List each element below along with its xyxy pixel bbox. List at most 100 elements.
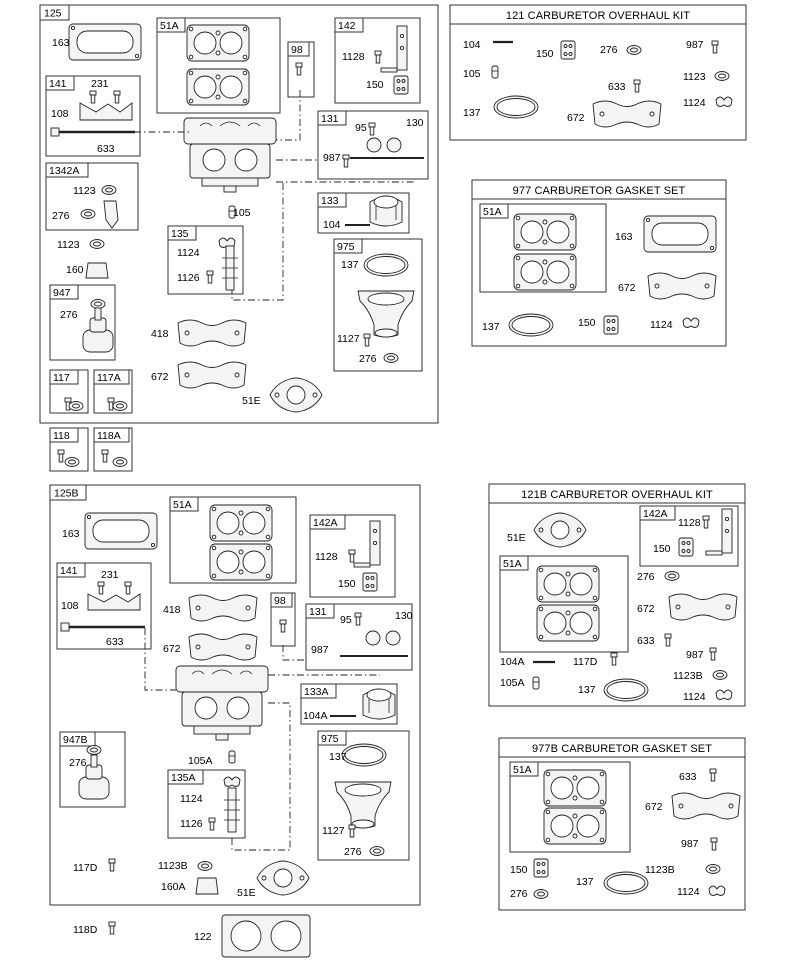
- kit977-oring-137: [508, 313, 554, 337]
- part-callout: 137: [578, 684, 596, 696]
- part-callout: 51E: [242, 395, 261, 407]
- sub-box-label: 142: [338, 20, 356, 32]
- part-callout: 137: [463, 107, 481, 119]
- sub-box-label: 51A: [483, 206, 502, 218]
- carburetor-body: [183, 117, 277, 193]
- k121b-oring-137: [603, 678, 649, 702]
- part-callout: 137: [341, 259, 359, 271]
- sub-box: 51A: [156, 17, 281, 114]
- sub-box-label: 118: [53, 430, 70, 442]
- b-gasket-51a-bottom: [209, 543, 273, 581]
- part-callout: 105A: [188, 755, 213, 767]
- panel-p125: 125: [39, 4, 439, 424]
- screw-118a: [101, 449, 109, 463]
- sub-box: 133: [317, 192, 410, 234]
- part-callout: 130: [406, 117, 424, 129]
- b-carburetor-body: [175, 665, 269, 741]
- part-callout: 108: [61, 600, 79, 612]
- kit977-gasket-51a-top: [513, 213, 577, 251]
- float-133: [369, 195, 403, 227]
- b-washer-276c: [369, 846, 385, 856]
- k977b-gasket-672: [671, 792, 741, 820]
- panel-p125b: 125B: [49, 484, 421, 906]
- part-callout: 987: [686, 649, 704, 661]
- washer-276c: [383, 353, 399, 363]
- screw-118d: [108, 921, 116, 935]
- kit121-gasket-672: [592, 100, 662, 128]
- k121b-plate-150: [678, 537, 694, 557]
- assembly-leader-lines: [134, 90, 416, 851]
- kit121-washer-276: [626, 45, 642, 55]
- sub-box-label: 1342A: [49, 165, 79, 177]
- screw-1128: [374, 50, 382, 64]
- part-callout: 105: [233, 207, 251, 219]
- sub-box-label: 133: [321, 195, 339, 207]
- plate-150: [393, 75, 409, 95]
- part-callout: 118D: [73, 924, 98, 936]
- part-callout: 150: [510, 864, 528, 876]
- part-callout: 1128: [678, 517, 701, 529]
- part-callout: 1126: [177, 272, 200, 284]
- panel-title: 125: [44, 8, 62, 20]
- sub-box-label: 133A: [304, 686, 329, 698]
- panel-title: 121 CARBURETOR OVERHAUL KIT: [506, 10, 690, 22]
- part-callout: 117D: [573, 656, 598, 668]
- screw-1127: [363, 333, 371, 347]
- sub-box: 135A: [167, 769, 246, 839]
- part-callout: 987: [686, 39, 704, 51]
- sub-box: 947: [49, 284, 116, 361]
- sub-box-label: 947: [53, 287, 71, 299]
- part-callout: 150: [653, 543, 671, 555]
- part-callout: 418: [163, 604, 181, 616]
- sub-box-label: 141: [49, 78, 67, 90]
- part-callout: 51E: [237, 887, 256, 899]
- part-callout: 672: [645, 801, 663, 813]
- part-callout: 276: [359, 353, 377, 365]
- sub-box-label: 117A: [97, 372, 121, 384]
- sub-box: 141: [45, 75, 141, 157]
- washer-117: [68, 401, 84, 411]
- sub-box: 117: [49, 369, 89, 414]
- bracket-142: [380, 25, 408, 73]
- kit977-lid-163: [643, 215, 717, 253]
- part-callout: 672: [618, 282, 636, 294]
- kit121-jet-105: [491, 65, 499, 79]
- b-nut-160a: [195, 877, 219, 895]
- sub-box-label: 975: [337, 241, 355, 253]
- k977b-gasket-51a-bottom: [543, 807, 607, 845]
- part-callout: 276: [637, 571, 655, 583]
- b-washer-1123b: [197, 861, 213, 871]
- part-callout: 1126: [180, 818, 203, 830]
- sub-box: 118A: [93, 427, 133, 472]
- part-callout: 104A: [500, 656, 525, 668]
- solenoid-947: [82, 307, 114, 353]
- part-callout: 231: [91, 78, 109, 90]
- panel-title: 977 CARBURETOR GASKET SET: [513, 185, 686, 197]
- gasket-51e: [269, 377, 323, 413]
- part-callout: 150: [578, 317, 596, 329]
- b-screw-117d: [108, 858, 116, 872]
- part-callout: 276: [344, 846, 362, 858]
- b-needle-1126: [223, 787, 241, 833]
- kit121-plate-150: [560, 40, 576, 60]
- b-bowl-975: [334, 781, 392, 829]
- k977b-plate-150: [533, 858, 549, 878]
- gasket-418: [177, 319, 247, 347]
- part-callout: 105: [463, 68, 481, 80]
- panel-k121b: 121B CARBURETOR OVERHAUL KIT: [488, 483, 746, 707]
- part-callout: 1123B: [158, 860, 188, 872]
- part-callout: 163: [615, 231, 633, 243]
- panel-k121: 121 CARBURETOR OVERHAUL KIT: [449, 4, 747, 141]
- k121b-gasket-672: [668, 593, 738, 621]
- sub-box-label: 51A: [503, 558, 522, 570]
- shaft-108: [49, 126, 137, 138]
- part-callout: 633: [608, 81, 626, 93]
- panel-k977b: 977B CARBURETOR GASKET SET: [498, 737, 746, 911]
- sub-box: 1342A: [45, 162, 139, 231]
- k977b-washer-1123b: [705, 864, 721, 874]
- sub-box: 142A: [639, 505, 739, 567]
- part-callout: 1124: [177, 247, 200, 259]
- part-callout: 1127: [337, 333, 360, 345]
